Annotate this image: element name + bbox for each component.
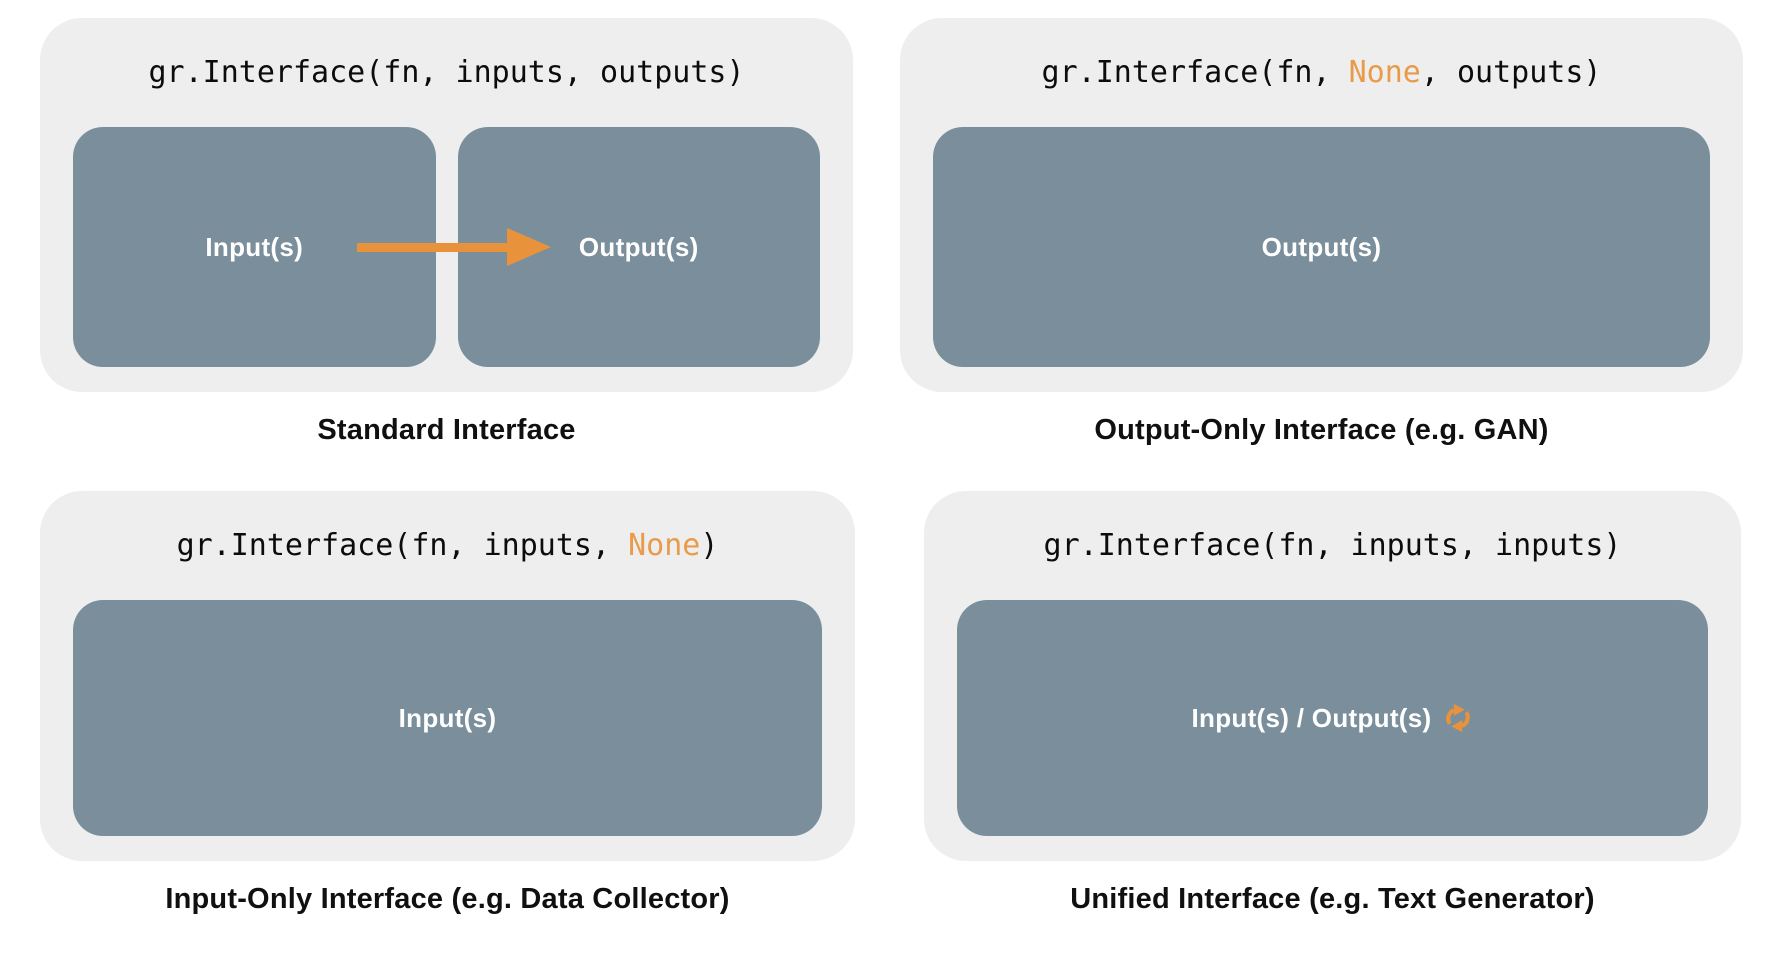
code-line-input-only: gr.Interface(fn, inputs, None) — [73, 528, 822, 564]
diagram-canvas: gr.Interface(fn, inputs, outputs) Input(… — [40, 18, 1765, 916]
standard-interface-cell: gr.Interface(fn, inputs, outputs) Input(… — [40, 18, 853, 447]
unified-interface-cell: gr.Interface(fn, inputs, inputs) Input(s… — [924, 491, 1741, 916]
inputs-outputs-box-label: Input(s) / Output(s) — [1191, 702, 1432, 733]
boxes-area: Input(s) Output(s) — [73, 127, 820, 367]
caption-input-only-interface: Input-Only Interface (e.g. Data Collecto… — [165, 883, 730, 915]
output-only-interface-cell: gr.Interface(fn, None, outputs) Output(s… — [900, 18, 1743, 447]
caption-standard-interface: Standard Interface — [317, 414, 576, 446]
panel-unified-interface: gr.Interface(fn, inputs, inputs) Input(s… — [924, 491, 1741, 861]
boxes-area: Output(s) — [933, 127, 1710, 367]
boxes-area: Input(s) / Output(s) — [957, 600, 1708, 836]
panel-output-only-interface: gr.Interface(fn, None, outputs) Output(s… — [900, 18, 1743, 392]
input-only-interface-cell: gr.Interface(fn, inputs, None) Input(s) … — [40, 491, 855, 916]
code-text: , outputs) — [1420, 55, 1602, 90]
bottom-row: gr.Interface(fn, inputs, None) Input(s) … — [40, 491, 1765, 916]
outputs-box: Output(s) — [933, 127, 1710, 367]
outputs-box-label: Output(s) — [578, 231, 699, 262]
code-accent-text: None — [628, 528, 701, 563]
top-row: gr.Interface(fn, inputs, outputs) Input(… — [40, 18, 1765, 447]
caption-output-only-interface: Output-Only Interface (e.g. GAN) — [1094, 414, 1549, 446]
code-text: gr.Interface(fn, inputs, outputs) — [148, 55, 745, 90]
code-text: ) — [700, 528, 719, 563]
outputs-box-label: Output(s) — [1261, 231, 1382, 262]
code-text: gr.Interface(fn, — [1041, 55, 1349, 90]
inputs-outputs-box: Input(s) / Output(s) — [957, 600, 1708, 836]
panel-standard-interface: gr.Interface(fn, inputs, outputs) Input(… — [40, 18, 853, 392]
inputs-box: Input(s) — [73, 127, 436, 367]
boxes-area: Input(s) — [73, 600, 822, 836]
code-line-unified: gr.Interface(fn, inputs, inputs) — [957, 528, 1708, 564]
code-text: gr.Interface(fn, inputs, inputs) — [1043, 528, 1622, 563]
code-text: gr.Interface(fn, inputs, — [176, 528, 629, 563]
code-line-standard: gr.Interface(fn, inputs, outputs) — [73, 55, 820, 91]
inputs-box: Input(s) — [73, 600, 822, 836]
code-line-output-only: gr.Interface(fn, None, outputs) — [933, 55, 1710, 91]
cycle-icon — [1443, 703, 1473, 733]
outputs-box: Output(s) — [457, 127, 820, 367]
code-accent-text: None — [1348, 55, 1421, 90]
caption-unified-interface: Unified Interface (e.g. Text Generator) — [1070, 883, 1595, 915]
inputs-box-label: Input(s) — [205, 231, 304, 262]
panel-input-only-interface: gr.Interface(fn, inputs, None) Input(s) — [40, 491, 855, 861]
inputs-box-label: Input(s) — [398, 702, 497, 733]
